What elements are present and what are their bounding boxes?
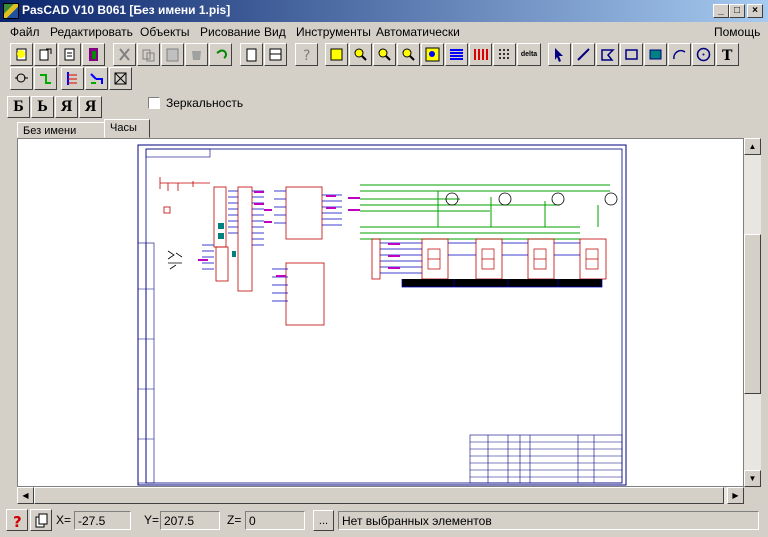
undo-icon[interactable] [209, 43, 232, 66]
horizontal-scroll-thumb[interactable] [34, 487, 724, 504]
polyline-icon[interactable] [596, 43, 619, 66]
menu-view[interactable]: Вид [264, 25, 286, 39]
menu-objects[interactable]: Объекты [140, 25, 190, 39]
scroll-up-button[interactable]: ▲ [744, 138, 761, 155]
coordinate-more-button[interactable]: ... [313, 510, 334, 531]
layers-icon[interactable] [445, 43, 468, 66]
y-label: Y= [144, 513, 160, 527]
close-button[interactable]: × [747, 4, 763, 18]
horizontal-scrollbar[interactable]: ◀ ▶ [17, 487, 744, 504]
page-icon[interactable] [240, 43, 263, 66]
line-icon[interactable] [572, 43, 595, 66]
x-label: X= [56, 513, 72, 527]
grid-icon[interactable] [493, 43, 516, 66]
scroll-right-button[interactable]: ▶ [727, 487, 744, 504]
select-arrow-icon[interactable] [548, 43, 571, 66]
zoom-icon[interactable] [349, 43, 372, 66]
mirror-checkbox[interactable] [148, 97, 160, 109]
open-icon[interactable] [34, 43, 57, 66]
scroll-left-button[interactable]: ◀ [17, 487, 34, 504]
bus-entry-icon[interactable] [61, 67, 84, 90]
z-label: Z= [227, 513, 242, 527]
delta-label: delta [520, 51, 538, 58]
menu-edit[interactable]: Редактировать [50, 25, 133, 39]
copy-icon[interactable] [137, 43, 160, 66]
schematic-drawing [137, 144, 627, 486]
pages-icon[interactable] [30, 509, 52, 531]
menu-file[interactable]: Файл [10, 25, 40, 39]
vertical-scroll-thumb[interactable] [744, 234, 761, 394]
connect-icon[interactable] [85, 67, 108, 90]
menu-tools[interactable]: Инструменты [296, 25, 371, 39]
window-title: PasCAD V10 B061 [Без имени 1.pis] [22, 3, 231, 17]
svg-text:T: T [722, 48, 733, 63]
rectangle-icon[interactable] [620, 43, 643, 66]
tab-untitled[interactable]: Без имени 1.pis [17, 122, 105, 149]
svg-text:?: ? [13, 513, 22, 529]
vertical-scrollbar[interactable]: ▲ ▼ [744, 138, 761, 487]
menu-automatic[interactable]: Автоматически [376, 25, 460, 39]
title-bar: PasCAD V10 B061 [Без имени 1.pis] _ □ × [0, 0, 768, 22]
zoom-all-icon[interactable] [421, 43, 444, 66]
component-icon[interactable] [10, 67, 33, 90]
arc-icon[interactable] [668, 43, 691, 66]
font-button-soft[interactable]: Ь [31, 96, 54, 118]
wire-icon[interactable] [34, 67, 57, 90]
drawing-canvas[interactable] [17, 138, 744, 487]
filled-rectangle-icon[interactable] [644, 43, 667, 66]
circle-icon[interactable] [692, 43, 715, 66]
svg-text:?: ? [303, 48, 310, 63]
delta-icon[interactable]: delta [517, 43, 541, 66]
mirror-label: Зеркальность [166, 96, 244, 110]
scroll-down-button[interactable]: ▼ [744, 470, 761, 487]
x-coordinate-field: -27.5 [74, 511, 131, 530]
paste-icon[interactable] [161, 43, 184, 66]
net-icon[interactable] [109, 67, 132, 90]
z-coordinate-field: 0 [245, 511, 305, 530]
maximize-button[interactable]: □ [729, 4, 745, 18]
text-icon[interactable]: T [716, 43, 739, 66]
menu-bar: Файл Редактировать Объекты Рисование Вид… [0, 22, 768, 42]
new-icon[interactable] [10, 43, 33, 66]
bus-icon[interactable] [469, 43, 492, 66]
zoom-out-icon[interactable] [397, 43, 420, 66]
menu-drawing[interactable]: Рисование [200, 25, 261, 39]
status-message: Нет выбранных элементов [338, 511, 759, 530]
page-split-icon[interactable] [264, 43, 287, 66]
menu-help[interactable]: Помощь [714, 25, 761, 39]
exit-icon[interactable] [82, 43, 105, 66]
save-icon[interactable] [58, 43, 81, 66]
font-button-b[interactable]: Б [7, 96, 30, 118]
font-button-ya[interactable]: Я [55, 96, 78, 118]
tab-clock[interactable]: Часы [104, 119, 150, 138]
cut-icon[interactable] [113, 43, 136, 66]
delete-icon[interactable] [185, 43, 208, 66]
y-coordinate-field: 207.5 [160, 511, 220, 530]
app-icon [3, 3, 19, 19]
font-button-ya-alt[interactable]: Я [79, 96, 102, 118]
zoom-fit-icon[interactable] [325, 43, 348, 66]
help-question-icon[interactable]: ? [6, 509, 28, 531]
minimize-button[interactable]: _ [713, 4, 729, 18]
zoom-in-icon[interactable] [373, 43, 396, 66]
help-icon[interactable]: ? [295, 43, 318, 66]
